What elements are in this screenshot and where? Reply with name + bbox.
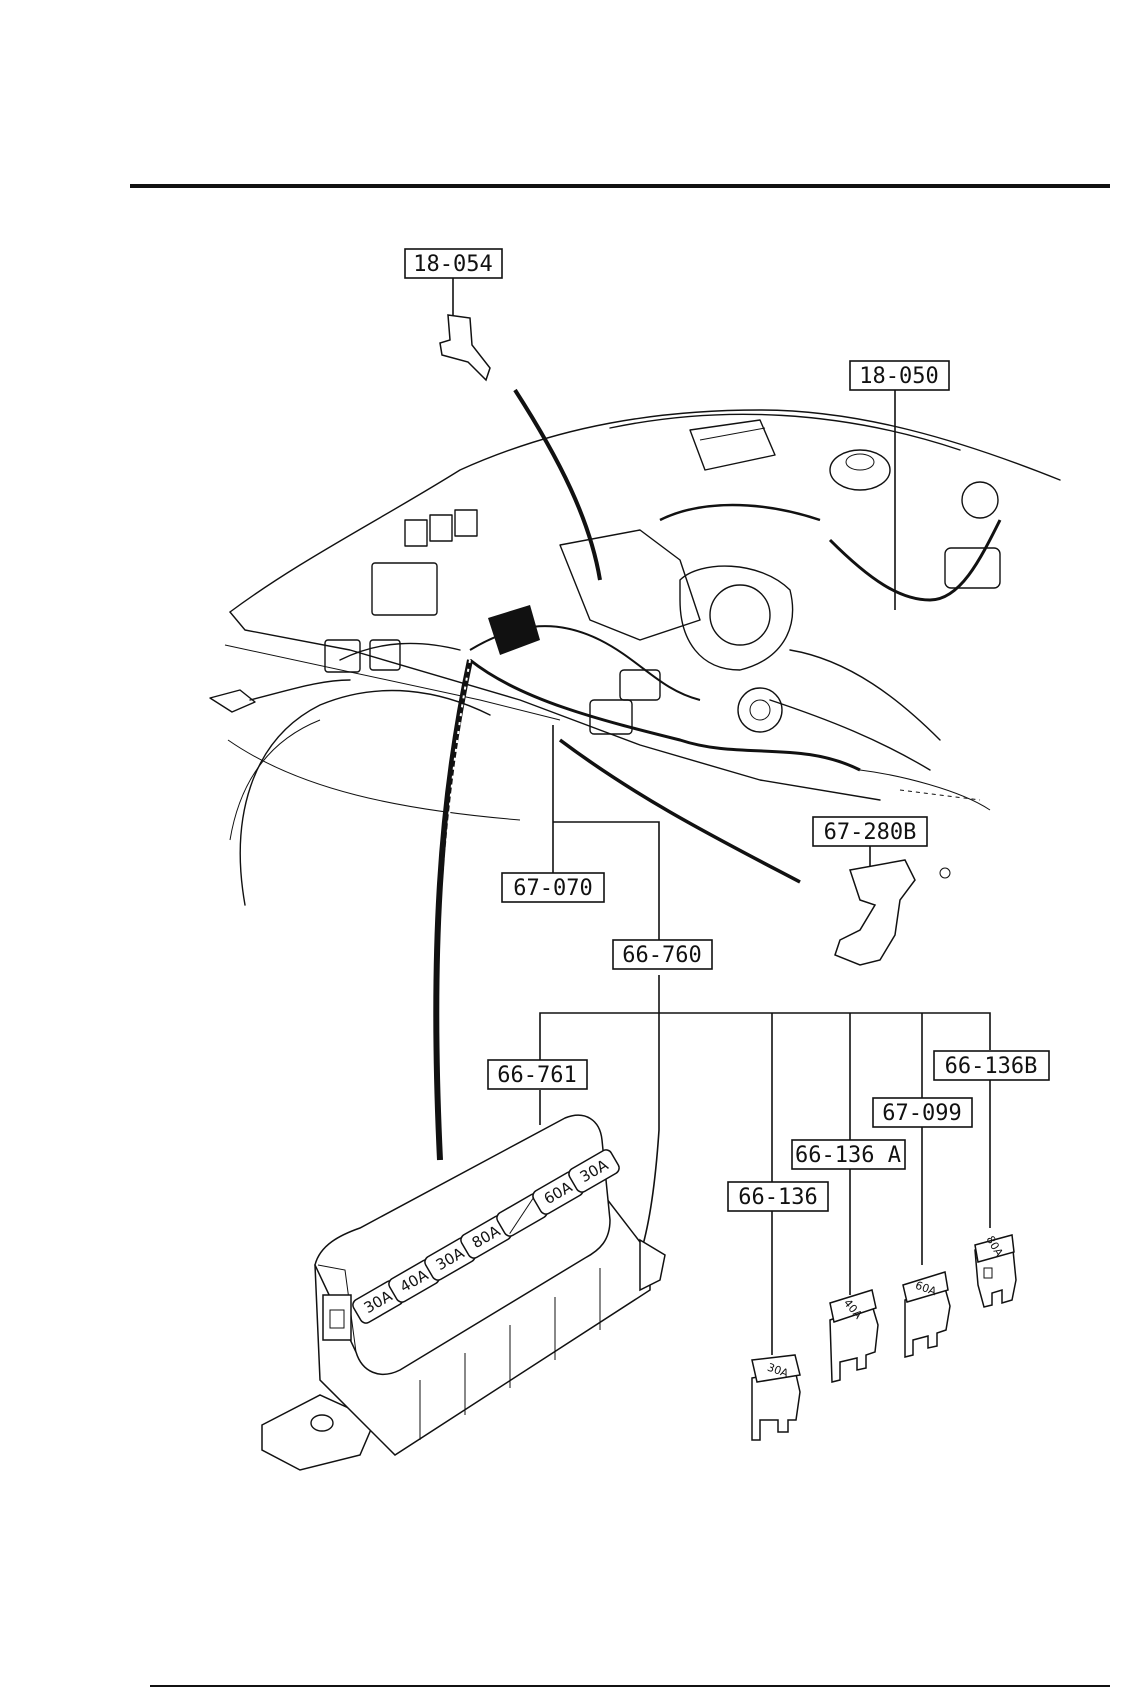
label-67-070: 67-070: [501, 872, 605, 903]
label-66-136-text: 66-136: [738, 1185, 817, 1210]
label-66-760-text: 66-760: [622, 943, 701, 968]
label-67-070-text: 67-070: [513, 876, 592, 901]
fuse-66-136: 30A: [751, 1354, 801, 1441]
label-66-136a-text: 66-136 A: [795, 1143, 901, 1168]
fuse-67-099: 60A: [902, 1271, 951, 1358]
label-66-136: 66-136: [727, 1181, 829, 1212]
label-66-761-text: 66-761: [497, 1063, 576, 1088]
fuse-slot-2: 40A: [388, 1259, 440, 1303]
label-67-280b-text: 67-280B: [824, 820, 917, 845]
label-66-136b-text: 66-136B: [945, 1054, 1038, 1079]
label-66-761: 66-761: [487, 1059, 588, 1090]
label-18-054-text: 18-054: [413, 252, 492, 277]
fuse-66-136-b: 80A: [974, 1234, 1017, 1308]
label-66-760: 66-760: [612, 939, 713, 970]
engine-bay-illustration: [209, 388, 1061, 1161]
label-18-050-text: 18-050: [859, 364, 938, 389]
label-67-099-text: 67-099: [882, 1101, 961, 1126]
fuse-branch-bus: [539, 1012, 991, 1355]
label-66-136b: 66-136B: [933, 1050, 1050, 1081]
part-67-280b: [834, 845, 951, 966]
label-18-054: 18-054: [404, 248, 503, 279]
fuse-66-136-a: 40A: [829, 1289, 879, 1383]
label-67-280b: 67-280B: [812, 816, 928, 847]
part-18-054: [439, 278, 491, 382]
label-67-099: 67-099: [872, 1097, 973, 1128]
label-66-136a: 66-136 A: [791, 1139, 906, 1170]
label-18-050: 18-050: [849, 360, 950, 391]
